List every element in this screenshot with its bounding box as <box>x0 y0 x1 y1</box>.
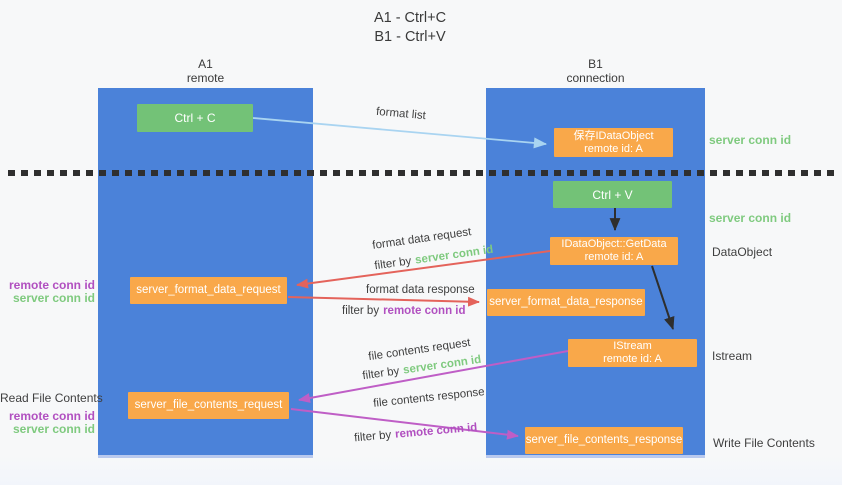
node-idataobject-getdata: IDataObject::GetData remote id: A <box>550 237 678 265</box>
node-ctrl-c: Ctrl + C <box>137 104 253 132</box>
lifeline-right-title: B1 <box>588 57 603 71</box>
filter-key-server-conn-id: server conn id <box>402 353 482 377</box>
flow-label-format-data-response: format data response <box>366 284 475 296</box>
annotation-server-conn-id-mid: server conn id <box>709 211 792 225</box>
annotation-file-conn-ids: Read File Contents remote conn id server… <box>0 391 103 436</box>
lifeline-header-right: B1 connection <box>486 57 705 85</box>
node-server-file-contents-request: server_file_contents_request <box>128 392 289 419</box>
flow-label-format-list: format list <box>375 105 427 123</box>
annotation-server-conn-id-top: server conn id <box>709 133 792 147</box>
node-server-format-data-request-label: server_format_data_request <box>136 284 281 296</box>
annotation-format-server-conn-id: server conn id <box>12 291 95 305</box>
annotation-dataobject: DataObject <box>712 245 773 259</box>
format-data-response-arrow <box>287 296 480 307</box>
node-server-format-data-response: server_format_data_response <box>487 289 645 316</box>
annotation-format-remote-conn-id: remote conn id <box>8 278 95 292</box>
title-line-1: A1 - Ctrl+C <box>373 10 447 26</box>
annotation-read-file-contents: Read File Contents <box>0 391 103 405</box>
node-server-file-contents-request-label: server_file_contents_request <box>134 399 283 411</box>
node-server-file-contents-response: server_file_contents_response <box>525 427 683 454</box>
filter-by-text: filter by <box>361 365 401 383</box>
filter-key-remote-conn-id: remote conn id <box>383 305 466 317</box>
annotation-file-remote-conn-id: remote conn id <box>8 409 95 423</box>
node-ctrl-c-label: Ctrl + C <box>174 111 216 125</box>
flow-label-file-contents-response: file contents response <box>372 386 486 410</box>
filter-by-text: filter by <box>373 255 413 273</box>
lifeline-header-left: A1 remote <box>98 57 313 85</box>
lifeline-left-subtitle: remote <box>186 71 225 85</box>
node-save-idataobject-line1: 保存IDataObject <box>573 129 654 142</box>
annotation-format-conn-ids: remote conn id server conn id <box>0 279 95 305</box>
node-server-format-data-request: server_format_data_request <box>130 277 287 304</box>
node-ctrl-v-label: Ctrl + V <box>592 187 633 202</box>
lifeline-right-subtitle: connection <box>566 71 625 85</box>
machine-boundary-dotted-line <box>8 170 838 176</box>
node-save-idataobject: 保存IDataObject remote id: A <box>554 128 673 157</box>
node-save-idataobject-line2: remote id: A <box>584 142 643 155</box>
annotation-istream: Istream <box>712 349 753 363</box>
node-istream: IStream remote id: A <box>568 339 697 367</box>
annotation-write-file-contents: Write File Contents <box>713 436 815 450</box>
node-idataobject-getdata-line1: IDataObject::GetData <box>561 238 667 250</box>
node-istream-line2: remote id: A <box>603 353 662 365</box>
node-server-file-contents-response-label: server_file_contents_response <box>525 434 683 446</box>
node-istream-line1: IStream <box>613 340 652 352</box>
diagram-title: A1 - Ctrl+C B1 - Ctrl+V <box>0 9 820 47</box>
node-server-format-data-response-label: server_format_data_response <box>489 296 643 308</box>
filter-key-server-conn-id: server conn id <box>414 243 494 267</box>
filter-by-text: filter by <box>342 305 380 317</box>
lifeline-left-title: A1 <box>198 57 213 71</box>
annotation-file-server-conn-id: server conn id <box>12 422 95 436</box>
filter-key-remote-conn-id: remote conn id <box>394 421 478 441</box>
node-ctrl-v: Ctrl + V <box>553 181 672 208</box>
title-line-2: B1 - Ctrl+V <box>374 29 446 45</box>
filter-by-text: filter by <box>353 429 392 445</box>
node-idataobject-getdata-line2: remote id: A <box>584 251 644 263</box>
